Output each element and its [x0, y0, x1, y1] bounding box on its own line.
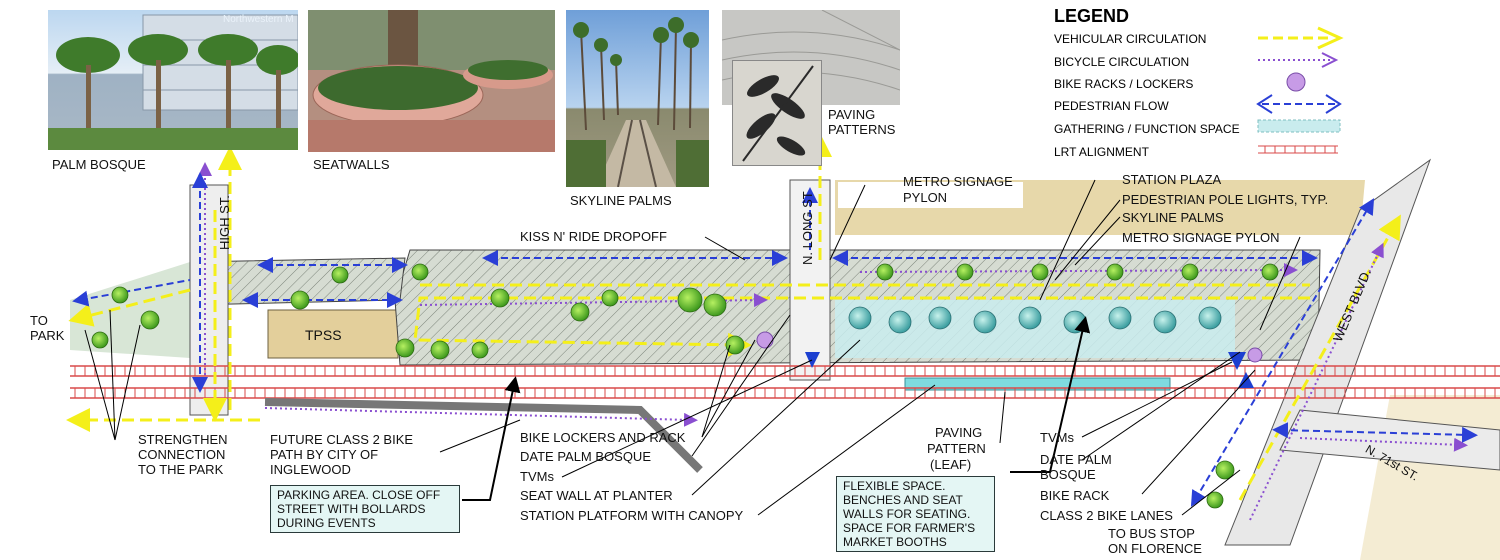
- label-future-bike-2: PATH BY CITY OF: [270, 447, 379, 462]
- label-tvms-right: TVMs: [1040, 430, 1074, 445]
- pedestrian-flow: [72, 172, 1478, 507]
- label-to-park-2: PARK: [30, 328, 65, 343]
- photo-skyline-palms: [566, 10, 709, 187]
- tpss-building: [267, 309, 399, 359]
- metro-pylon-right: [1228, 352, 1246, 370]
- label-paving-leaf-3: (LEAF): [930, 457, 972, 472]
- leader-lines: [84, 179, 1301, 516]
- label-future-bike-3: INGLEWOOD: [270, 462, 351, 477]
- label-tvms-left: TVMs: [520, 469, 554, 484]
- label-class2-lanes: CLASS 2 BIKE LANES: [1040, 508, 1173, 523]
- label-station-platform: STATION PLATFORM WITH CANOPY: [520, 508, 744, 523]
- building-sign: Northwestern M: [223, 14, 294, 25]
- label-metro-pylon-2: PYLON: [903, 190, 948, 205]
- street-high-st: HIGH ST.: [217, 195, 232, 250]
- caption-skyline-palms: SKYLINE PALMS: [570, 193, 672, 208]
- label-bus-stop-2: ON FLORENCE: [1108, 541, 1202, 556]
- caption-paving-2: PATTERNS: [828, 122, 896, 137]
- metro-pylon-left: [805, 352, 820, 368]
- label-kiss-ride: KISS N' RIDE DROPOFF: [520, 229, 667, 244]
- label-bus-stop-1: TO BUS STOP: [1108, 526, 1195, 541]
- label-seat-wall: SEAT WALL AT PLANTER: [520, 488, 673, 503]
- label-strengthen-1: STRENGTHEN: [138, 432, 228, 447]
- bike-rack-left: [756, 331, 774, 349]
- white-building-block: [838, 182, 1023, 208]
- label-strengthen-3: TO THE PARK: [138, 462, 224, 477]
- legend-label-bicycle: BICYCLE CIRCULATION: [1054, 55, 1190, 69]
- legend-label-pedestrian: PEDESTRIAN FLOW: [1054, 99, 1169, 113]
- street-n-long-st: N. LONG ST: [800, 191, 815, 265]
- lrt-track-1: [70, 366, 1500, 376]
- caption-paving-1: PAVING: [828, 107, 876, 122]
- legend-label-gathering: GATHERING / FUNCTION SPACE: [1054, 122, 1240, 136]
- note-parking-area: PARKING AREA. CLOSE OFF STREET WITH BOLL…: [270, 485, 460, 533]
- label-bike-rack: BIKE RACK: [1040, 488, 1110, 503]
- bike-rack-right: [1247, 347, 1263, 363]
- label-future-bike-1: FUTURE CLASS 2 BIKE: [270, 432, 414, 447]
- label-date-palm: DATE PALM BOSQUE: [520, 449, 651, 464]
- photo-palm-bosque: Northwestern M: [48, 10, 298, 150]
- legend-label-bike-racks: BIKE RACKS / LOCKERS: [1054, 77, 1194, 91]
- label-pole-lights: PEDESTRIAN POLE LIGHTS, TYP.: [1122, 192, 1329, 207]
- label-metro-pylon-right: METRO SIGNAGE PYLON: [1122, 230, 1280, 245]
- future-bike-path: [264, 398, 703, 473]
- label-to-park-1: TO: [30, 313, 48, 328]
- caption-seatwalls: SEATWALLS: [313, 157, 390, 172]
- lrt-track-2: [70, 388, 1500, 398]
- caption-palm-bosque: PALM BOSQUE: [52, 157, 146, 172]
- label-strengthen-2: CONNECTION: [138, 447, 226, 462]
- photo-seatwalls: [308, 10, 555, 152]
- label-paving-leaf-1: PAVING: [935, 425, 983, 440]
- label-skyline-palms: SKYLINE PALMS: [1122, 210, 1224, 225]
- legend-label-vehicular: VEHICULAR CIRCULATION: [1054, 32, 1207, 46]
- trees-green: [91, 263, 1279, 509]
- note-flexible-space: FLEXIBLE SPACE. BENCHES AND SEAT WALLS F…: [836, 476, 995, 552]
- label-date-palm-r1: DATE PALM: [1040, 452, 1112, 467]
- label-paving-leaf-2: PATTERN: [927, 441, 986, 456]
- legend-label-lrt: LRT ALIGNMENT: [1054, 145, 1149, 159]
- label-metro-pylon-1: METRO SIGNAGE: [903, 174, 1013, 189]
- label-tpss: TPSS: [305, 327, 342, 343]
- label-station-plaza: STATION PLAZA: [1122, 172, 1222, 187]
- label-date-palm-r2: BOSQUE: [1040, 467, 1096, 482]
- legend-title: LEGEND: [1054, 6, 1130, 26]
- left-park-area: [70, 262, 190, 358]
- photo-paving-leaf: [732, 60, 822, 166]
- label-bike-lockers: BIKE LOCKERS AND RACK: [520, 430, 686, 445]
